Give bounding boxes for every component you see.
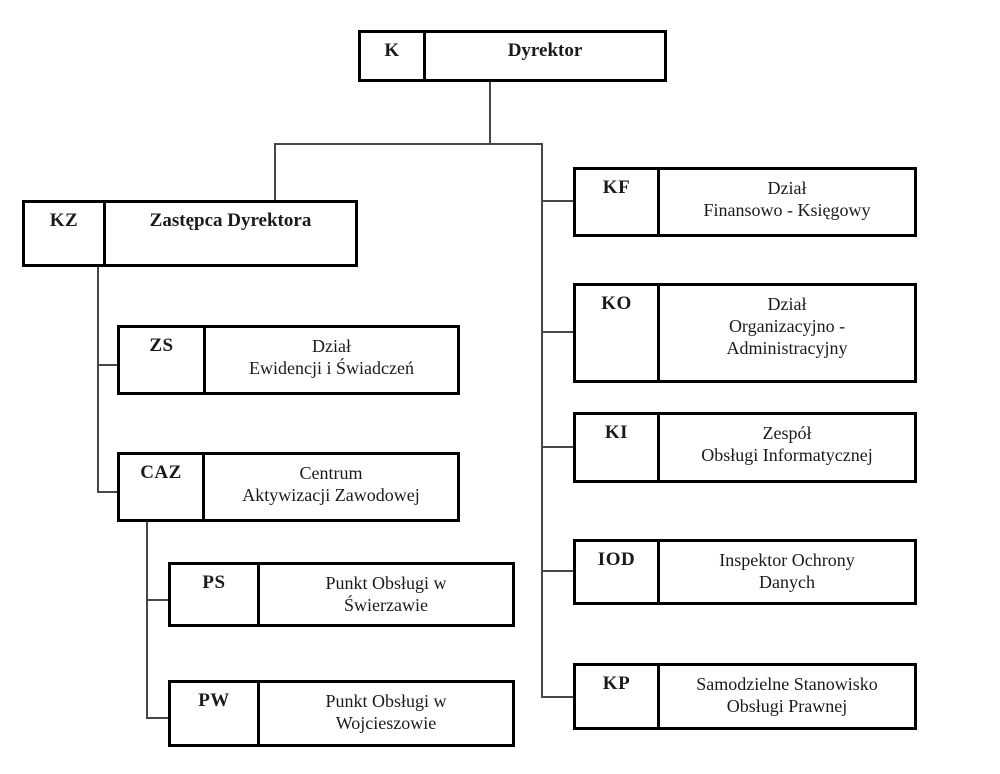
org-node-code: K	[361, 33, 426, 79]
org-node-code: PS	[171, 565, 260, 624]
org-node-label: Zastępca Dyrektora	[149, 210, 312, 231]
org-node-code: KF	[576, 170, 660, 234]
org-node-dzial-finansowo-ksiegowy: KF Dział Finansowo - Księgowy	[573, 167, 917, 237]
connector-stub-iod	[541, 570, 573, 572]
org-node-centrum-aktywizacji: CAZ Centrum Aktywizacji Zawodowej	[117, 452, 460, 522]
org-node-code: KZ	[25, 203, 106, 264]
connector-dyrektor-down	[489, 82, 491, 143]
org-node-punkt-swierzawa: PS Punkt Obsługi w Świerzawie	[168, 562, 515, 627]
connector-caz-spine	[146, 522, 148, 719]
org-node-dzial-ewidencji: ZS Dział Ewidencji i Świadczeń	[117, 325, 460, 395]
connector-stub-ps	[146, 599, 168, 601]
org-node-code: CAZ	[120, 455, 205, 519]
org-node-dzial-organizacyjno-administracyjny: KO Dział Organizacyjno - Administracyjny	[573, 283, 917, 383]
org-node-code: ZS	[120, 328, 206, 392]
org-node-obsluga-prawna: KP Samodzielne Stanowisko Obsługi Prawne…	[573, 663, 917, 730]
connector-stub-kf	[541, 200, 573, 202]
org-node-label: Dział Ewidencji i Świadczeń	[249, 336, 414, 378]
org-node-zastepca-dyrektora: KZ Zastępca Dyrektora	[22, 200, 358, 267]
org-node-label: Inspektor Ochrony Danych	[719, 550, 855, 592]
org-node-zespol-obslugi-informatycznej: KI Zespół Obsługi Informatycznej	[573, 412, 917, 483]
org-node-label: Dział Finansowo - Księgowy	[703, 178, 871, 220]
org-node-label: Punkt Obsługi w Świerzawie	[325, 573, 447, 615]
org-node-label: Punkt Obsługi w Wojcieszowie	[325, 691, 447, 733]
org-node-code: KO	[576, 286, 660, 380]
connector-stub-ki	[541, 446, 573, 448]
org-node-label: Centrum Aktywizacji Zawodowej	[242, 463, 420, 505]
org-node-code: KP	[576, 666, 660, 727]
org-node-label: Dział Organizacyjno - Administracyjny	[726, 294, 848, 358]
org-node-inspektor-ochrony-danych: IOD Inspektor Ochrony Danych	[573, 539, 917, 605]
org-node-label: Dyrektor	[507, 40, 583, 61]
org-node-punkt-wojcieszow: PW Punkt Obsługi w Wojcieszowie	[168, 680, 515, 747]
connector-to-kz	[274, 143, 276, 200]
connector-stub-kp	[541, 696, 573, 698]
connector-stub-ko	[541, 331, 573, 333]
org-node-label: Zespół Obsługi Informatycznej	[701, 423, 873, 465]
connector-right-spine	[541, 143, 543, 698]
org-node-code: PW	[171, 683, 260, 744]
connector-kz-spine	[97, 267, 99, 493]
connector-stub-zs	[97, 364, 117, 366]
org-node-code: KI	[576, 415, 660, 480]
org-node-label: Samodzielne Stanowisko Obsługi Prawnej	[696, 674, 878, 716]
org-node-dyrektor: K Dyrektor	[358, 30, 667, 82]
connector-stub-pw	[146, 717, 168, 719]
org-node-code: IOD	[576, 542, 660, 602]
connector-main-horizontal	[274, 143, 543, 145]
connector-stub-caz	[97, 491, 117, 493]
